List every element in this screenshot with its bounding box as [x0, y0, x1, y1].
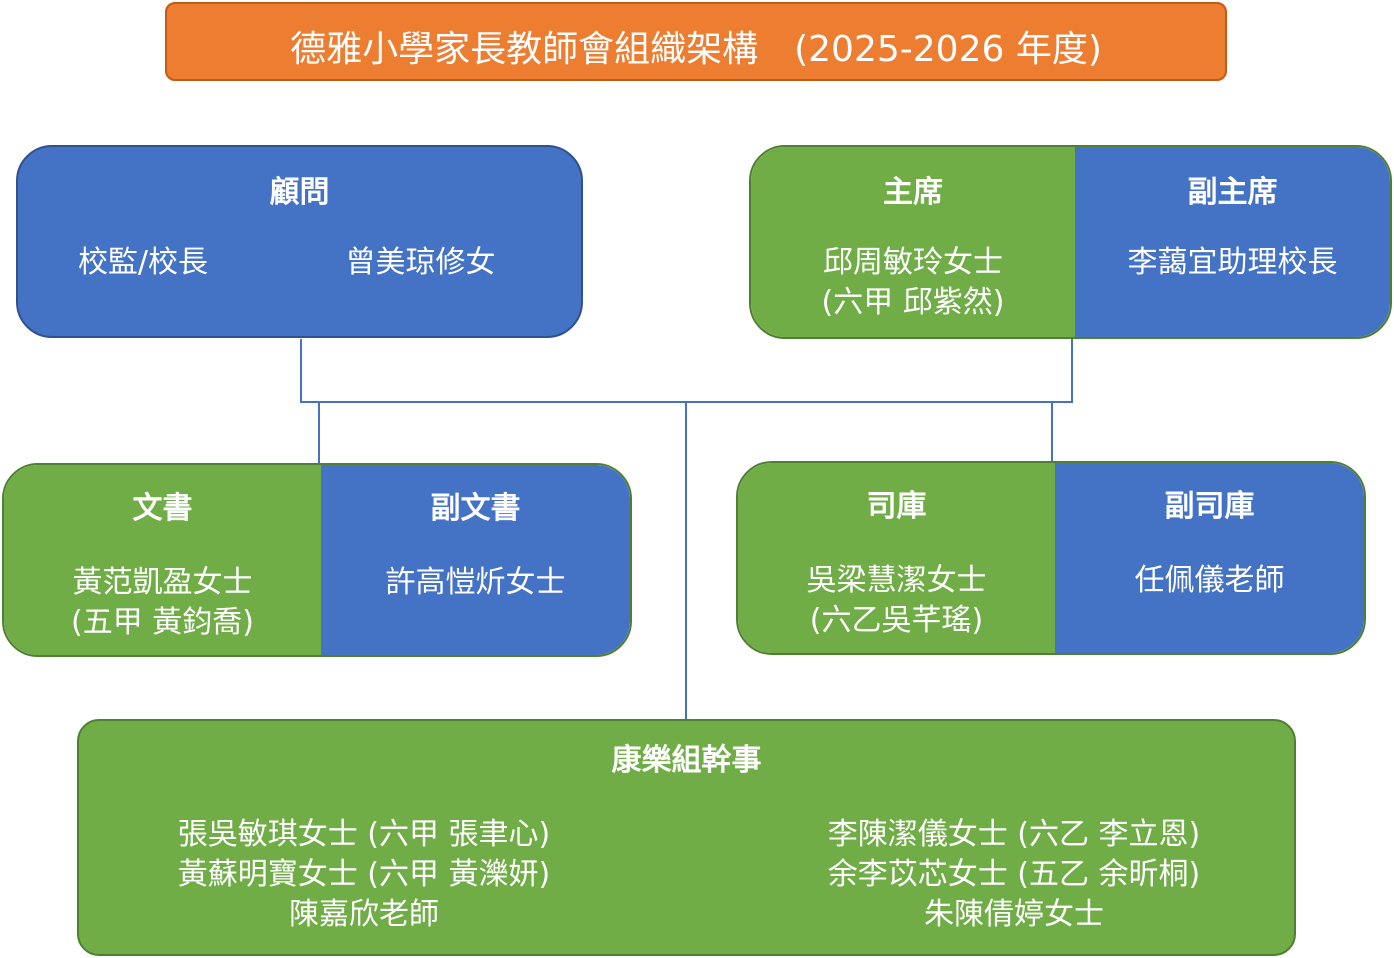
advisor-member: 校監/校長 [77, 245, 209, 280]
treasurer-box: 司庫 吳梁慧潔女士 (六乙吳芊瑤) 副司庫 任佩儀老師 [736, 461, 1366, 655]
title-banner: 德雅小學家長教師會組織架構 (2025-2026 年度) [165, 2, 1227, 81]
advisor-box: 顧問 校監/校長 曾美琼修女 [16, 145, 583, 338]
secretary-note: (五甲 黃鈞喬) [71, 605, 254, 640]
recreation-member: 朱陳倩婷女士 [924, 897, 1104, 932]
chair-heading: 主席 [883, 175, 943, 210]
treasurer-name: 吳梁慧潔女士 [806, 563, 987, 598]
secretary-name: 黃范凱盈女士 [72, 565, 253, 600]
vice-chair-heading: 副主席 [1187, 175, 1278, 210]
recreation-member: 李陳潔儀女士 (六乙 李立恩) [827, 817, 1201, 852]
vice-secretary-heading: 副文書 [430, 491, 521, 526]
secretary-box: 文書 黃范凱盈女士 (五甲 黃鈞喬) 副文書 許高愷炘女士 [2, 463, 632, 657]
connector-line [318, 402, 320, 464]
recreation-member: 張吳敏琪女士 (六甲 張聿心) [177, 817, 551, 852]
chair-name: 邱周敏玲女士 [823, 245, 1003, 280]
treasurer-note: (六乙吳芊瑤) [809, 603, 984, 638]
recreation-member: 黃蘇明寶女士 (六甲 黃濼妍) [177, 857, 551, 892]
recreation-heading: 康樂組幹事 [611, 743, 762, 778]
advisor-member: 曾美琼修女 [345, 245, 496, 280]
vice-treasurer-name: 任佩儀老師 [1134, 563, 1285, 598]
treasurer-heading: 司庫 [866, 489, 927, 524]
recreation-member: 陳嘉欣老師 [289, 897, 439, 932]
connector-line [300, 339, 302, 403]
advisor-heading: 顧問 [269, 175, 330, 210]
connector-line [1051, 402, 1053, 462]
secretary-heading: 文書 [132, 491, 193, 526]
connector-line [1071, 339, 1073, 403]
connector-line [685, 402, 687, 720]
recreation-box: 康樂組幹事 張吳敏琪女士 (六甲 張聿心) 黃蘇明寶女士 (六甲 黃濼妍) 陳嘉… [77, 719, 1296, 956]
chair-note: (六甲 邱紫然) [821, 285, 1005, 320]
page-title: 德雅小學家長教師會組織架構 (2025-2026 年度) [290, 29, 1102, 70]
recreation-member: 余李苡芯女士 (五乙 余昕桐) [827, 857, 1201, 892]
vice-treasurer-heading: 副司庫 [1164, 489, 1255, 524]
chair-box: 主席 邱周敏玲女士 (六甲 邱紫然) 副主席 李藹宜助理校長 [749, 145, 1392, 339]
vice-secretary-name: 許高愷炘女士 [385, 565, 566, 600]
vice-chair-name: 李藹宜助理校長 [1127, 245, 1338, 280]
